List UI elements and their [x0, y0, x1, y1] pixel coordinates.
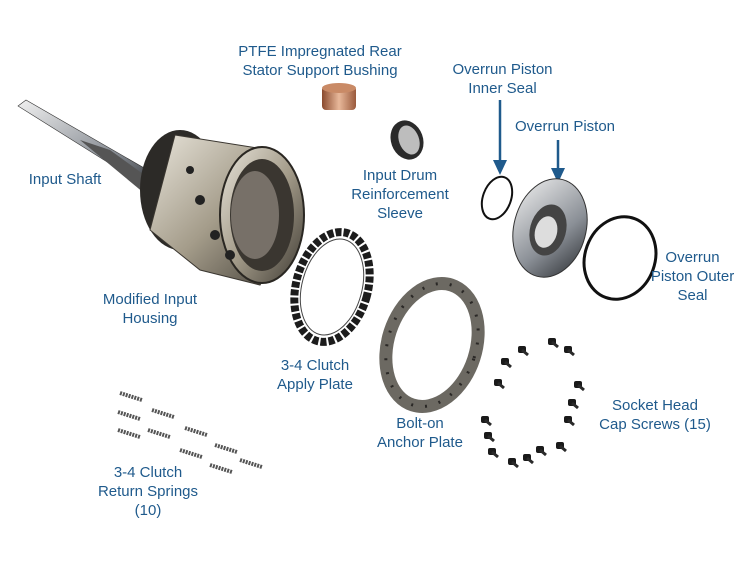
- cap-screw: [568, 399, 579, 410]
- return-spring: [151, 408, 175, 419]
- stator-support-bushing: [322, 83, 356, 110]
- cap-screw: [574, 381, 585, 392]
- label-line: Modified Input: [102, 291, 198, 308]
- label-line: Sleeve: [377, 205, 423, 222]
- label-line: Return Springs: [97, 483, 199, 500]
- cap-screw: [556, 442, 567, 453]
- label-line: Reinforcement: [351, 186, 449, 203]
- label-line: Stator Support Bushing: [242, 62, 398, 79]
- label-housing: Modified Input Housing: [90, 290, 210, 328]
- inner-seal-arrow: [493, 100, 507, 175]
- label-line: (10): [134, 502, 162, 519]
- label-screws: Socket Head Cap Screws (15): [590, 396, 720, 434]
- label-line: Inner Seal: [468, 80, 537, 97]
- label-line: Apply Plate: [277, 376, 353, 393]
- label-line: Overrun: [665, 249, 720, 266]
- cap-screw: [523, 454, 534, 465]
- cap-screw: [564, 346, 575, 357]
- label-line: 3-4 Clutch: [280, 357, 350, 374]
- cap-screw: [501, 358, 512, 369]
- label-springs: 3-4 Clutch Return Springs (10): [88, 463, 208, 520]
- cap-screw: [536, 446, 547, 457]
- label-line: Piston Outer: [650, 268, 735, 285]
- label-sleeve: Input Drum Reinforcement Sleeve: [340, 166, 460, 223]
- reinforcement-sleeve: [390, 120, 424, 160]
- label-apply-plate: 3-4 Clutch Apply Plate: [260, 356, 370, 394]
- label-line: Anchor Plate: [377, 434, 463, 451]
- bolt-on-anchor-plate: [379, 277, 485, 413]
- return-spring: [179, 448, 203, 459]
- label-piston: Overrun Piston: [500, 117, 630, 136]
- return-spring: [117, 428, 141, 439]
- inner-seal-ring: [480, 175, 514, 221]
- label-outer-seal: Overrun Piston Outer Seal: [640, 248, 745, 305]
- cap-screw: [484, 432, 495, 443]
- label-line: Housing: [122, 310, 178, 327]
- label-line: Overrun Piston: [514, 118, 616, 135]
- overrun-piston: [512, 178, 588, 278]
- return-springs: [117, 391, 263, 474]
- cap-screw: [481, 416, 492, 427]
- label-line: Input Drum: [362, 167, 438, 184]
- return-spring: [214, 443, 238, 454]
- label-line: Overrun Piston: [452, 61, 553, 78]
- return-spring: [119, 391, 143, 402]
- cap-screw: [508, 458, 519, 469]
- modified-input-housing: [140, 130, 305, 286]
- label-anchor-plate: Bolt-on Anchor Plate: [365, 414, 475, 452]
- return-spring: [209, 463, 233, 474]
- label-line: PTFE Impregnated Rear: [238, 43, 402, 60]
- label-line: Seal: [677, 287, 708, 304]
- return-spring: [147, 428, 171, 439]
- clutch-apply-plate: [290, 228, 374, 346]
- label-line: Bolt-on: [396, 415, 444, 432]
- outer-seal-ring: [582, 215, 658, 301]
- cap-screw: [494, 379, 505, 390]
- label-line: Socket Head: [612, 397, 698, 414]
- return-spring: [184, 426, 208, 437]
- label-line: Input Shaft: [28, 171, 102, 188]
- label-line: Cap Screws (15): [599, 416, 711, 433]
- cap-screws: [481, 338, 585, 469]
- label-bushing: PTFE Impregnated Rear Stator Support Bus…: [228, 42, 412, 80]
- piston-arrow: [551, 140, 565, 183]
- label-input-shaft: Input Shaft: [20, 170, 110, 189]
- cap-screw: [548, 338, 559, 349]
- label-inner-seal: Overrun Piston Inner Seal: [430, 60, 575, 98]
- return-spring: [117, 410, 141, 421]
- return-spring: [239, 458, 263, 469]
- cap-screw: [488, 448, 499, 459]
- cap-screw: [518, 346, 529, 357]
- label-line: 3-4 Clutch: [113, 464, 183, 481]
- cap-screw: [564, 416, 575, 427]
